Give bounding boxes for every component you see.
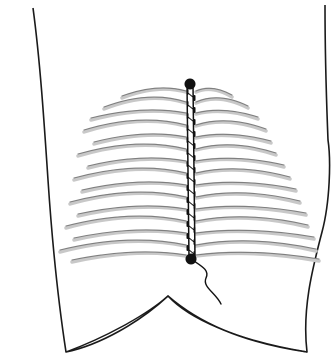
torso-bottom-chevron — [66, 296, 307, 352]
fold-shadow-right — [196, 183, 296, 191]
fold-shadow-right — [196, 146, 276, 155]
fold-shadow-left — [78, 145, 186, 156]
fold-shadow-right — [196, 194, 300, 203]
fold-shadow-right — [196, 207, 306, 215]
fold-shadow-right — [196, 135, 271, 143]
top-knot-icon — [185, 79, 196, 90]
fold-shadow-left — [60, 241, 186, 252]
fold-shadow-right — [196, 242, 316, 251]
suture-line-left — [187, 84, 189, 259]
fold-shadow-right — [196, 122, 266, 131]
suture-tail-thread — [191, 259, 221, 304]
fold-shadow-right — [196, 89, 232, 97]
fold-shadow-right — [196, 111, 258, 119]
fold-shadow-right — [196, 231, 314, 239]
fold-shadow-left — [72, 253, 186, 262]
fold-shadow-right — [196, 218, 308, 227]
fold-shadow-left — [84, 121, 186, 132]
fold-shadow-left — [88, 159, 186, 168]
fold-shadow-left — [82, 183, 186, 192]
fold-shadow-right — [196, 253, 319, 261]
fold-shadow-left — [91, 111, 186, 120]
fold-shadow-left — [104, 98, 186, 109]
fold-shadow-left — [74, 169, 186, 180]
fold-shadow-right — [196, 159, 284, 167]
fold-shadow-left — [70, 193, 186, 204]
fold-shadow-right — [196, 170, 290, 179]
fold-shadow-left — [78, 207, 186, 216]
fold-shadow-left — [66, 217, 186, 228]
fold-shadow-left — [94, 135, 186, 144]
fold-shadow-left — [74, 231, 186, 240]
fold-shadow-right — [196, 99, 248, 108]
skin-fold-lines — [60, 88, 319, 262]
